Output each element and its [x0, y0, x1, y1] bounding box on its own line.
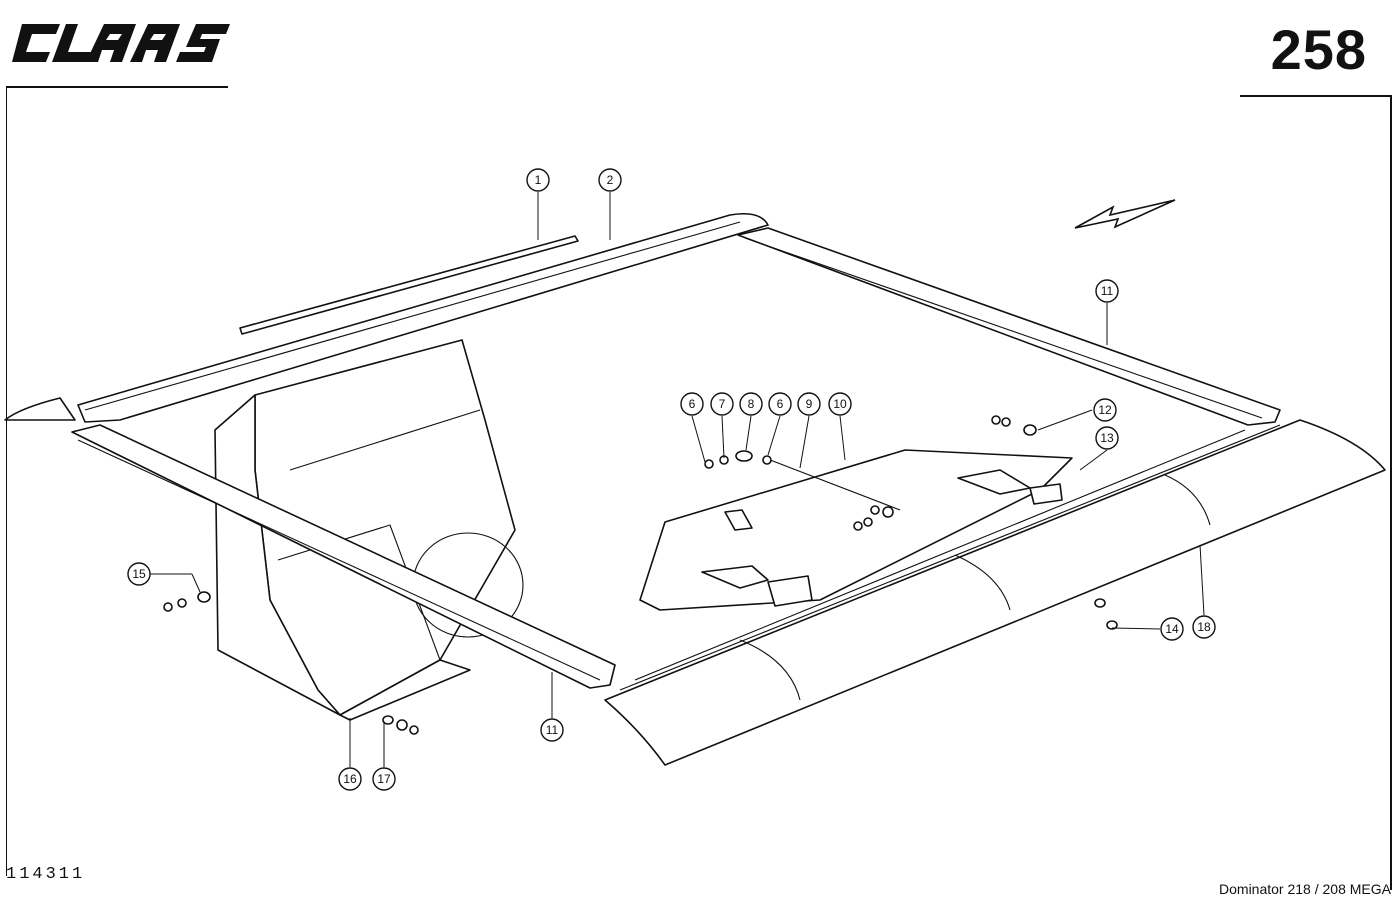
left-border	[6, 86, 7, 876]
curved-cover-part-18	[604, 419, 1386, 766]
side-rail-right-part-11	[737, 227, 1281, 426]
callout-11-upper: 11	[1095, 279, 1119, 303]
drawing-number: 114311	[6, 865, 86, 884]
callout-13: 13	[1095, 426, 1119, 450]
header-rule-right	[1240, 95, 1390, 97]
callout-9: 9	[797, 392, 821, 416]
svg-text:2: 2	[607, 173, 614, 187]
svg-text:8: 8	[748, 397, 755, 411]
callout-14: 14	[1160, 617, 1184, 641]
callout-6-second: 6	[768, 392, 792, 416]
housing-part-16	[214, 339, 524, 721]
callout-6-first: 6	[680, 392, 704, 416]
svg-text:7: 7	[719, 397, 726, 411]
callout-7: 7	[710, 392, 734, 416]
svg-text:1: 1	[535, 173, 542, 187]
svg-text:11: 11	[546, 723, 559, 737]
svg-text:15: 15	[132, 567, 146, 581]
callout-16: 16	[338, 767, 362, 791]
svg-text:6: 6	[777, 397, 784, 411]
page-number: 258	[1270, 18, 1367, 81]
callout-1: 1	[526, 168, 550, 192]
callout-12: 12	[1093, 398, 1117, 422]
svg-text:14: 14	[1165, 622, 1179, 636]
side-rail-left-part-11	[71, 424, 616, 689]
header-rule-left	[6, 86, 228, 88]
rod-part-9	[764, 457, 901, 511]
small-hardware	[163, 415, 1118, 735]
svg-text:6: 6	[689, 397, 696, 411]
svg-text:17: 17	[377, 772, 391, 786]
svg-text:9: 9	[806, 397, 813, 411]
callout-8: 8	[739, 392, 763, 416]
callout-11-lower: 11	[540, 718, 564, 742]
svg-text:16: 16	[343, 772, 357, 786]
callout-labels: 1 2 11 6 7 8 6 9 10 12 13 15 14 18 11 16…	[127, 168, 1216, 791]
callout-17: 17	[372, 767, 396, 791]
callout-10: 10	[828, 392, 852, 416]
rear-rail-part-2	[4, 212, 769, 423]
callout-18: 18	[1192, 615, 1216, 639]
svg-text:13: 13	[1100, 431, 1114, 445]
svg-text:18: 18	[1197, 620, 1211, 634]
svg-text:10: 10	[833, 397, 847, 411]
callout-2: 2	[598, 168, 622, 192]
svg-text:11: 11	[1101, 284, 1114, 298]
travel-direction-arrow	[1074, 199, 1176, 229]
svg-text:12: 12	[1098, 403, 1112, 417]
claas-logo	[12, 24, 230, 62]
model-label: Dominator 218 / 208 MEGA	[1219, 881, 1391, 897]
sealing-strip-part-1	[239, 235, 579, 335]
callout-15: 15	[127, 562, 151, 586]
right-border	[1390, 95, 1392, 890]
